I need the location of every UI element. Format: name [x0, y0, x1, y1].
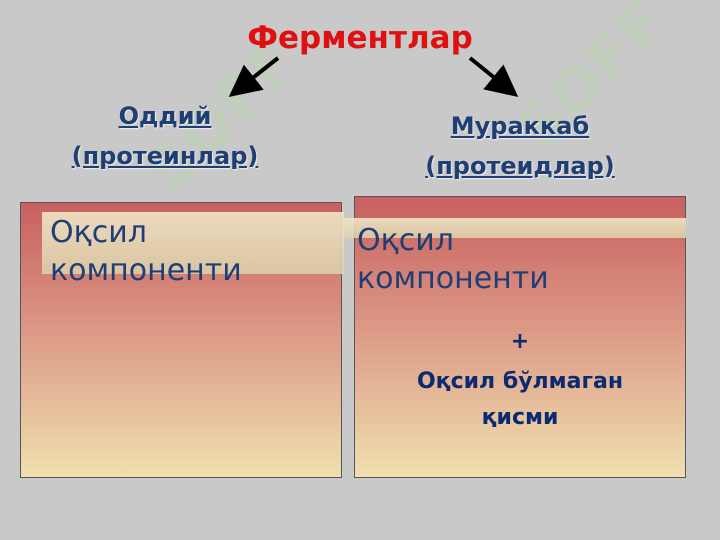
left-heading-line1: Оддий	[118, 102, 212, 130]
diagram-title: Ферментлар	[247, 20, 473, 56]
right-heading-line2: (протеидлар)	[425, 152, 615, 180]
right-component-band	[344, 218, 686, 238]
right-heading: Мураккаб (протеидлар)	[400, 106, 640, 186]
non-protein-part-line2: қисми	[481, 405, 559, 430]
right-heading-line1: Мураккаб	[450, 112, 590, 140]
plus-sign: +	[510, 329, 530, 354]
complex-enzyme-box	[354, 196, 686, 478]
left-heading: Оддий (протеинлар)	[50, 96, 280, 176]
arrow-right	[468, 56, 519, 98]
arrow-left	[228, 56, 280, 97]
left-component-band	[42, 212, 344, 274]
right-component-label: Оқсил компоненти	[357, 223, 549, 296]
left-component-label: Оқсил компоненти	[50, 215, 242, 288]
left-heading-line2: (протеинлар)	[71, 142, 259, 170]
non-protein-part-line1: Оқсил бўлмаган	[416, 369, 624, 394]
